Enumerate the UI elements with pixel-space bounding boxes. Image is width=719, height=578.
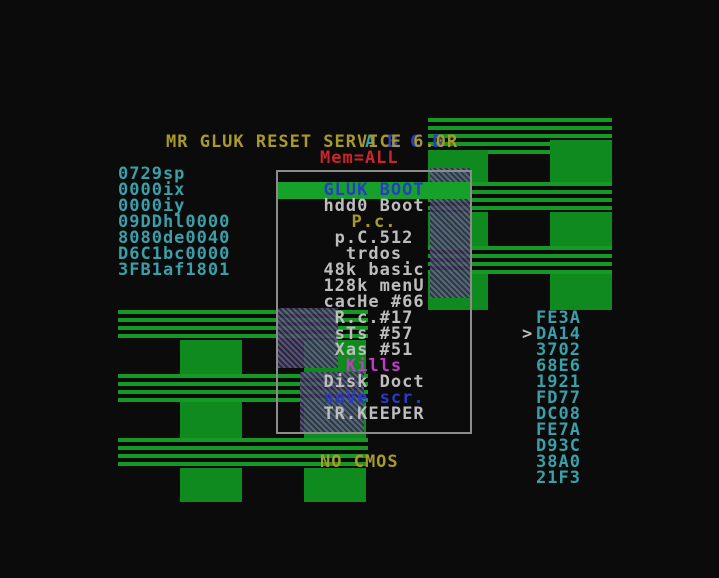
stack-value: D93C: [536, 436, 581, 456]
hatch-area: [300, 372, 364, 434]
hatch-area: [278, 308, 338, 368]
register-iy: 0000iy: [118, 196, 186, 216]
menu-item[interactable]: hdd0 Boot: [323, 196, 425, 216]
stack-value: 21F3: [536, 468, 581, 488]
register-hl: 09DDhl0000: [118, 212, 231, 232]
boot-menu: [276, 170, 472, 434]
register-de: 8080de0040: [118, 228, 231, 248]
status-cmos: NO CMOS: [320, 452, 399, 472]
stack-value: DC08: [536, 404, 581, 424]
menu-item[interactable]: Disk Doct: [323, 372, 425, 392]
stack-pointer-marker: >: [522, 324, 534, 344]
stack-value: 3702: [536, 340, 581, 360]
stack-value: 68E6: [536, 356, 581, 376]
menu-item[interactable]: sTs #57: [334, 324, 414, 344]
background-block: [550, 140, 612, 310]
drive-others: B C D: [387, 132, 444, 152]
stack-value: 1921: [536, 372, 581, 392]
menu-item[interactable]: GLUK BOOT: [323, 180, 425, 200]
menu-selection-highlight: [276, 182, 472, 199]
menu-item[interactable]: trdos: [345, 244, 403, 264]
drive-letters: A B C D: [320, 118, 444, 166]
menu-item[interactable]: TR.KEEPER: [323, 404, 425, 424]
stack-value: FE7A: [536, 420, 581, 440]
register-bc: D6C1bc0000: [118, 244, 231, 264]
menu-item[interactable]: R.c.#17: [334, 308, 414, 328]
menu-item[interactable]: 48k basic: [323, 260, 425, 280]
menu-item[interactable]: cacHe #66: [323, 292, 425, 312]
stack-value: FD77: [536, 388, 581, 408]
drive-a: A: [364, 132, 388, 152]
register-ix: 0000ix: [118, 180, 186, 200]
background-block: [180, 340, 242, 502]
menu-item[interactable]: P.c.: [351, 212, 397, 232]
page-title: MR GLUK RESET SERVICE 6.0R: [166, 132, 459, 152]
stack-value: FE3A: [536, 308, 581, 328]
menu-item[interactable]: Xas #51: [334, 340, 414, 360]
memory-mode: Mem=ALL: [320, 148, 399, 168]
register-sp: 0729sp: [118, 164, 186, 184]
stack-value: 38A0: [536, 452, 581, 472]
menu-item[interactable]: Kills: [345, 356, 403, 376]
menu-item[interactable]: 128k menU: [323, 276, 425, 296]
background-stripes: [118, 438, 368, 468]
stack-value: DA14: [536, 324, 581, 344]
register-af: 3FB1af1801: [118, 260, 231, 280]
menu-item[interactable]: p.C.512: [334, 228, 414, 248]
menu-item[interactable]: saVe scr.: [323, 388, 425, 408]
